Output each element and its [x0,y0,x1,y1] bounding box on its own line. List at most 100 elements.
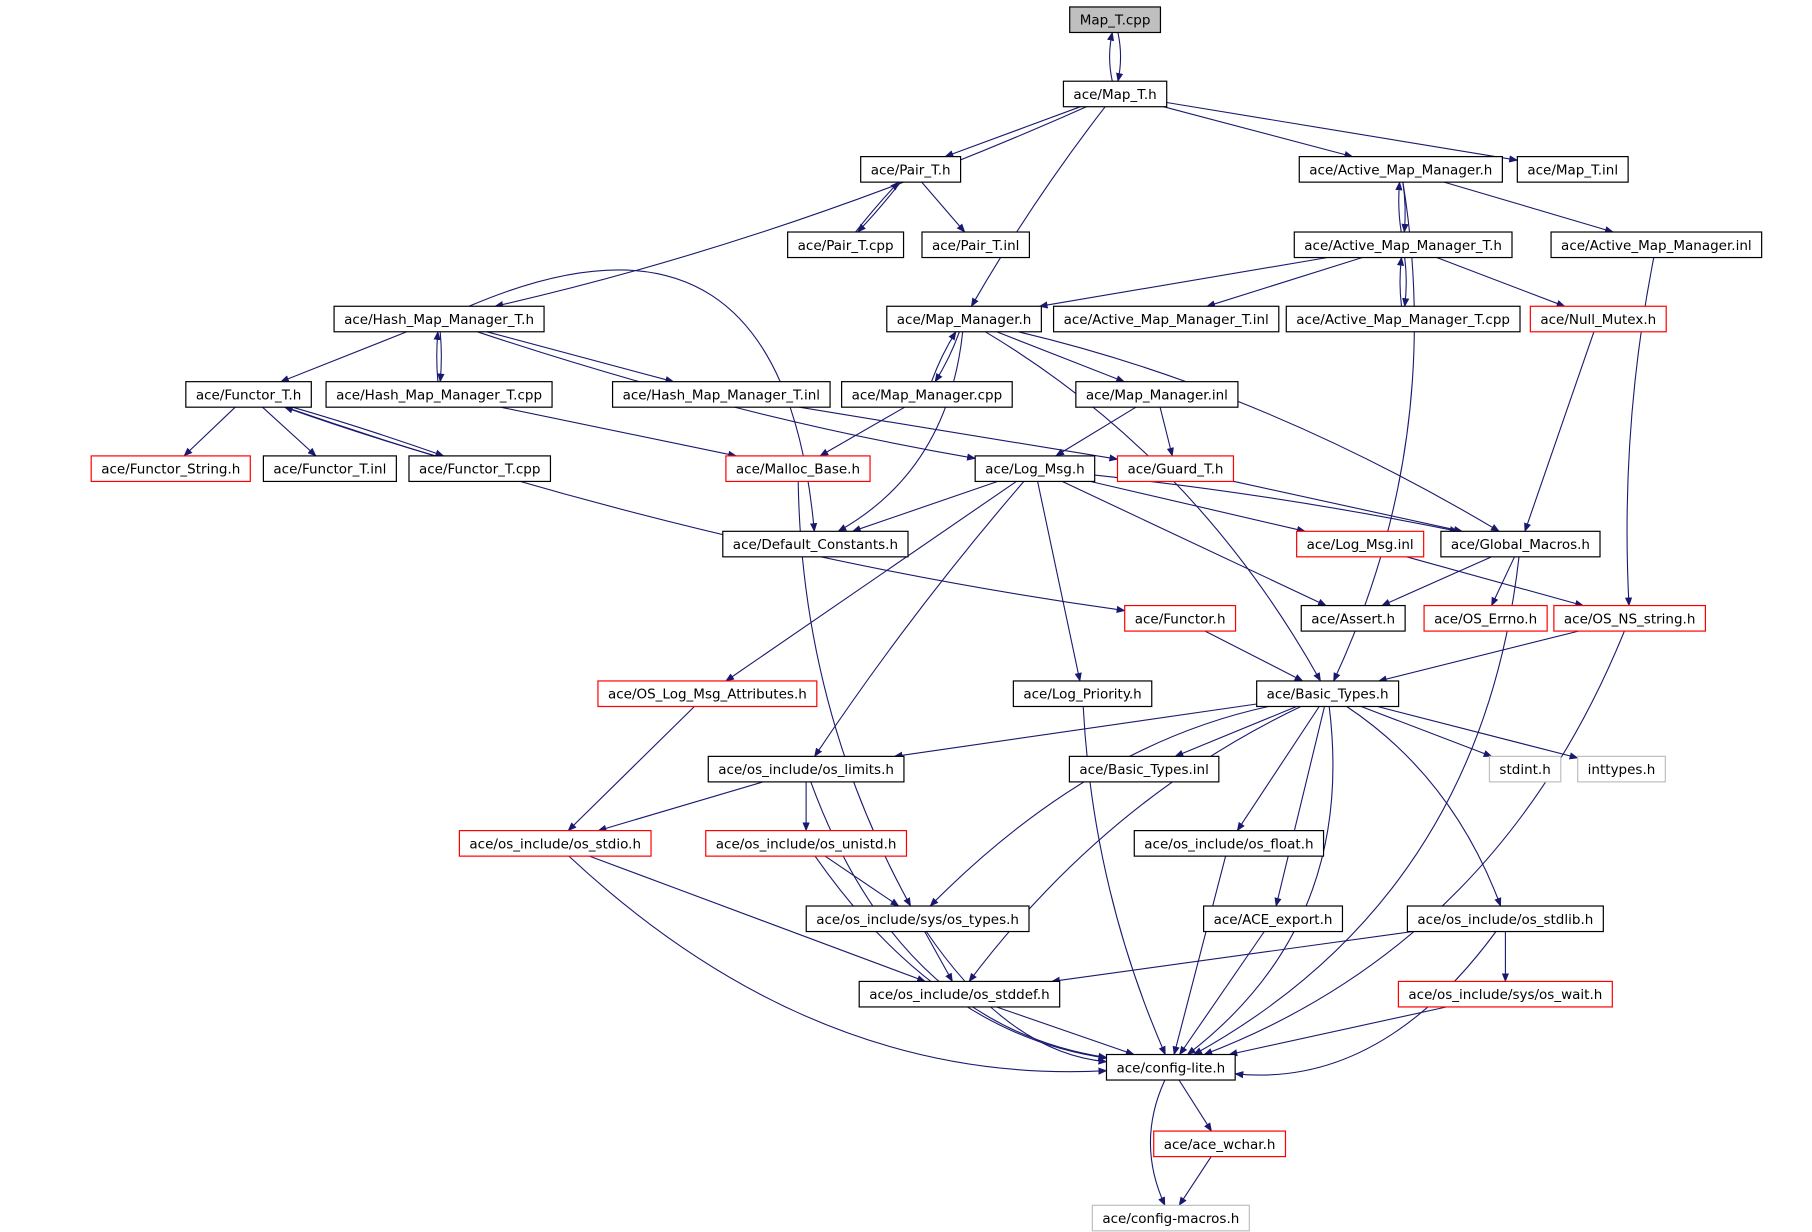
node-box [1406,905,1604,933]
edge-active-map-manager-t-h-to-active-map-manager-t-inl [1206,256,1363,308]
node-log-priority-h[interactable]: ace/Log_Priority.h [1012,680,1153,708]
node-pair-t-inl[interactable]: ace/Pair_T.inl [921,231,1030,259]
node-label: ace/Functor_T.h [196,387,301,403]
node-pair-t-h[interactable]: ace/Pair_T.h [860,156,962,183]
edge-os-ns-string-h-to-config-lite-h [1203,630,1625,1056]
edge-map-manager-h-to-basic-types-h [985,331,1321,682]
edge-map-t-h-to-map-manager-h [970,106,1106,308]
node-functor-t-inl[interactable]: ace/Functor_T.inl [262,455,397,483]
node-functor-t-cpp[interactable]: ace/Functor_T.cpp [408,455,552,483]
edge-basic-types-h-to-os-limits-h [893,703,1257,759]
node-active-map-manager-t-cpp[interactable]: ace/Active_Map_Manager_T.cpp [1285,305,1521,333]
node-active-map-manager-inl[interactable]: ace/Active_Map_Manager.inl [1550,231,1763,259]
node-box [1062,80,1168,108]
node-default-constants-h[interactable]: ace/Default_Constants.h [722,530,909,558]
node-ace-export-h[interactable]: ace/ACE_export.h [1203,905,1344,933]
node-box [1397,980,1613,1008]
node-label: ace/config-macros.h [1102,1211,1239,1227]
node-os-wait-h[interactable]: ace/os_include/sys/os_wait.h [1397,980,1613,1008]
node-hash-map-manager-t-h[interactable]: ace/Hash_Map_Manager_T.h [333,305,545,333]
node-os-stdio-h[interactable]: ace/os_include/os_stdio.h [458,830,652,857]
node-os-float-h[interactable]: ace/os_include/os_float.h [1133,830,1325,857]
node-log-msg-h[interactable]: ace/Log_Msg.h [974,455,1096,483]
node-map-t-h[interactable]: ace/Map_T.h [1062,80,1168,108]
edge-map-manager-cpp-to-map-manager-h [930,331,957,382]
edge-hash-map-manager-t-h-to-hash-map-manager-t-cpp [437,331,445,383]
node-config-macros-h[interactable]: ace/config-macros.h [1091,1204,1250,1232]
node-os-limits-h[interactable]: ace/os_include/os_limits.h [707,755,905,783]
edge-hash-map-manager-t-h-to-functor-t-h [279,331,408,383]
edge-functor-t-h-to-functor-h [285,406,1126,614]
node-label: ace/Basic_Types.h [1267,687,1389,703]
node-label: ace/os_include/os_unistd.h [716,836,897,852]
node-functor-h[interactable]: ace/Functor.h [1124,604,1237,632]
edge-os-limits-h-to-os-stdio-h [597,781,764,832]
node-os-ns-string-h[interactable]: ace/OS_NS_string.h [1553,604,1706,632]
node-active-map-manager-t-inl[interactable]: ace/Active_Map_Manager_T.inl [1052,305,1280,333]
node-basic-types-inl[interactable]: ace/Basic_Types.inl [1068,755,1220,783]
node-assert-h[interactable]: ace/Assert.h [1300,604,1406,632]
edge-active-map-manager-inl-to-os-ns-string-h [1624,257,1655,607]
edge-active-map-manager-t-h-to-active-map-manager-t-cpp [1402,257,1410,308]
edge-basic-types-h-to-basic-types-inl [1174,705,1297,757]
node-map-manager-h[interactable]: ace/Map_Manager.h [886,305,1042,333]
edge-hash-map-manager-t-cpp-to-hash-map-manager-t-h [433,330,441,382]
node-box [858,980,1061,1008]
node-label: ace/Functor_T.inl [273,462,386,478]
node-box [1285,305,1521,333]
node-box [1550,231,1763,259]
edge-os-ns-string-h-to-basic-types-h [1377,630,1579,683]
node-global-macros-h[interactable]: ace/Global_Macros.h [1440,530,1601,558]
node-active-map-manager-t-h[interactable]: ace/Active_Map_Manager_T.h [1293,231,1513,259]
node-active-map-manager-h[interactable]: ace/Active_Map_Manager.h [1298,156,1503,183]
node-label: ace/Log_Msg.h [985,462,1085,478]
node-malloc-base-h[interactable]: ace/Malloc_Base.h [725,455,871,483]
node-map-t-inl[interactable]: ace/Map_T.inl [1516,156,1629,183]
node-inttypes-h[interactable]: inttypes.h [1577,755,1666,783]
edge-map-t-h-to-hash-map-manager-t-h [494,106,1087,309]
node-label: ace/OS_Log_Msg_Attributes.h [608,687,807,703]
edge-map-t-h-to-active-map-manager-h [1163,106,1354,159]
node-box [1075,381,1239,408]
node-os-errno-h[interactable]: ace/OS_Errno.h [1423,604,1548,632]
node-functor-t-h[interactable]: ace/Functor_T.h [185,381,312,408]
node-null-mutex-h[interactable]: ace/Null_Mutex.h [1529,305,1667,333]
node-guard-t-h[interactable]: ace/Guard_T.h [1116,455,1235,483]
node-hash-map-manager-t-cpp[interactable]: ace/Hash_Map_Manager_T.cpp [325,381,553,408]
node-map-manager-inl[interactable]: ace/Map_Manager.inl [1075,381,1239,408]
edge-functor-t-h-to-functor-t-inl [262,406,317,457]
node-box [841,381,1013,408]
edge-global-macros-h-to-assert-h [1381,556,1492,607]
node-map-t-cpp[interactable]: Map_T.cpp [1069,6,1162,34]
edge-log-priority-h-to-config-lite-h [1082,706,1166,1056]
edge-active-map-manager-t-h-to-map-manager-h [1038,256,1328,309]
node-box [262,455,397,483]
edge-os-types-h-to-config-lite-h [925,931,1108,1065]
node-basic-types-h[interactable]: ace/Basic_Types.h [1256,680,1400,708]
node-box [707,755,905,783]
node-hash-map-manager-t-inl[interactable]: ace/Hash_Map_Manager_T.inl [611,381,831,408]
node-os-stddef-h[interactable]: ace/os_include/os_stddef.h [858,980,1061,1008]
node-os-types-h[interactable]: ace/os_include/sys/os_types.h [805,905,1030,933]
node-os-unistd-h[interactable]: ace/os_include/os_unistd.h [705,830,908,857]
node-pair-t-cpp[interactable]: ace/Pair_T.cpp [787,231,905,259]
edge-os-wait-h-to-config-lite-h [1228,1006,1448,1057]
node-label: ace/Active_Map_Manager_T.inl [1064,312,1269,328]
node-log-msg-inl[interactable]: ace/Log_Msg.inl [1296,530,1425,558]
edge-os-stdio-h-to-os-stddef-h [589,855,927,982]
node-box [1293,231,1513,259]
node-config-lite-h[interactable]: ace/config-lite.h [1105,1053,1236,1081]
node-label: ace/os_include/os_stdlib.h [1417,912,1593,928]
node-map-manager-cpp[interactable]: ace/Map_Manager.cpp [841,381,1013,408]
node-functor-string-h[interactable]: ace/Functor_String.h [90,455,251,483]
edge-config-lite-h-to-ace-wchar-h [1178,1079,1212,1132]
node-os-log-msg-attributes-h[interactable]: ace/OS_Log_Msg_Attributes.h [597,680,818,708]
node-stdint-h[interactable]: stdint.h [1488,755,1562,783]
node-label: ace/Default_Constants.h [733,537,898,553]
node-ace-wchar-h[interactable]: ace/ace_wchar.h [1153,1130,1287,1158]
edge-ace-wchar-h-to-config-macros-h [1178,1156,1212,1207]
edge-basic-types-h-to-os-float-h [1236,706,1320,832]
node-label: ace/ace_wchar.h [1164,1137,1276,1153]
node-os-stdlib-h[interactable]: ace/os_include/os_stdlib.h [1406,905,1604,933]
